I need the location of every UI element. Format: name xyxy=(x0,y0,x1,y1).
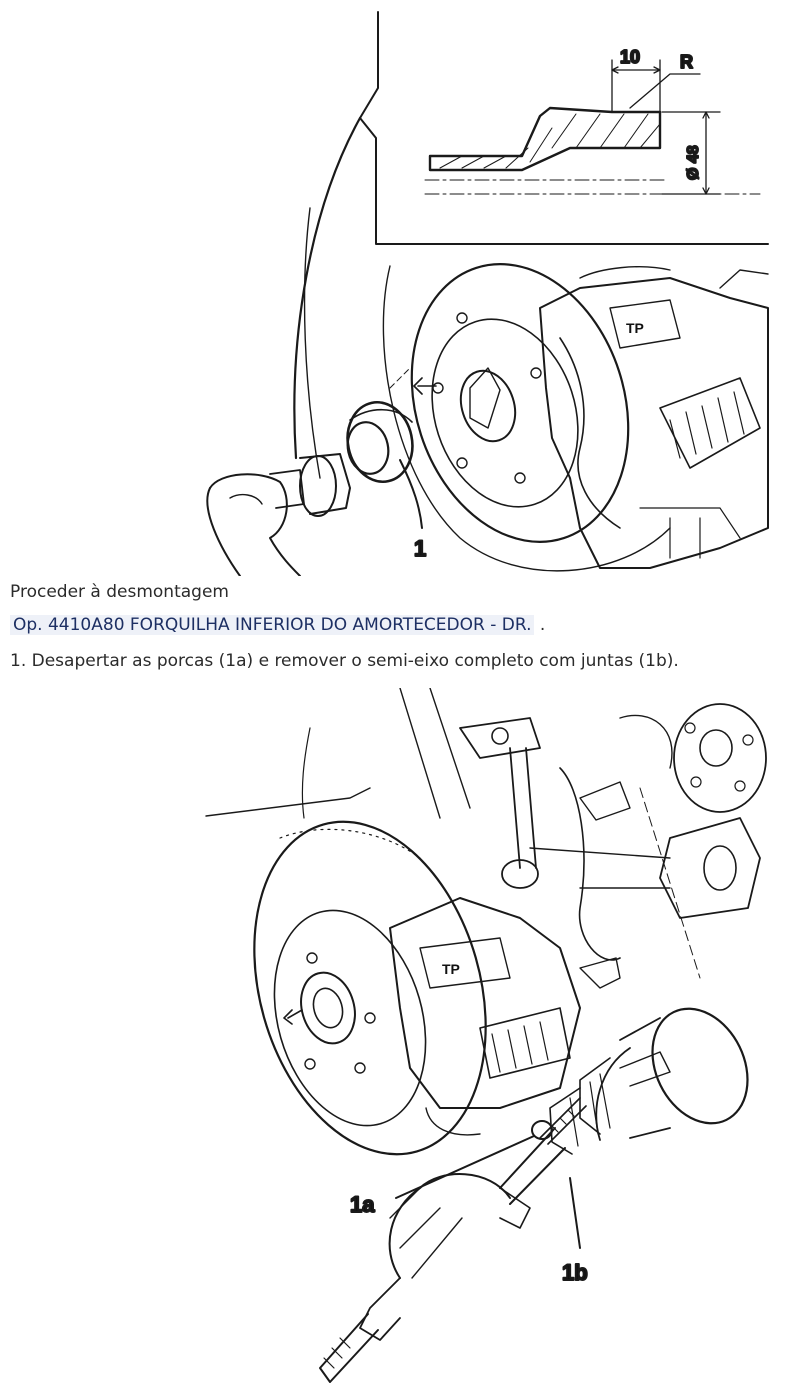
suspension-structure xyxy=(459,703,767,989)
drive-joint xyxy=(206,367,411,576)
arch-inner-curve xyxy=(303,207,321,479)
step-1-text: 1. Desapertar as porcas (1a) e remover o… xyxy=(10,651,679,671)
hub-bearing-ring xyxy=(346,401,414,483)
hub-bearing-drawing: 10 R Ø 48 TP xyxy=(206,11,769,576)
nut-1a xyxy=(531,1097,587,1145)
operation-link[interactable]: Op. 4410A80 FORQUILHA INFERIOR DO AMORTE… xyxy=(10,615,535,635)
drive-shaft xyxy=(319,1007,749,1383)
callout-1b: 1b xyxy=(562,1260,588,1285)
operation-suffix: . xyxy=(534,615,546,635)
operation-reference: Op. 4410A80 FORQUILHA INFERIOR DO AMORTE… xyxy=(10,614,545,636)
figure-drive-shaft: TP xyxy=(200,688,770,1400)
callout-1: 1 xyxy=(414,536,426,561)
arch-curve xyxy=(293,116,362,460)
brake-disc xyxy=(382,263,671,572)
dimension-10-label: 10 xyxy=(620,47,640,67)
svg-text:TP: TP xyxy=(626,320,644,336)
callout-1a: 1a xyxy=(350,1192,375,1217)
background-rod xyxy=(205,787,371,817)
drive-shaft-drawing: TP xyxy=(205,688,767,1383)
proceed-text: Proceder à desmontagem xyxy=(10,582,229,602)
brake-disc xyxy=(253,820,487,1156)
figure-hub-bearing: 10 R Ø 48 TP xyxy=(200,8,770,576)
radius-label: R xyxy=(680,52,693,72)
brake-caliper: TP xyxy=(539,266,769,569)
diameter-label: Ø 48 xyxy=(685,145,702,180)
profile-section xyxy=(424,59,761,195)
svg-text:TP: TP xyxy=(442,961,460,977)
brake-caliper: TP xyxy=(389,897,581,1136)
detail-frame xyxy=(359,11,769,245)
